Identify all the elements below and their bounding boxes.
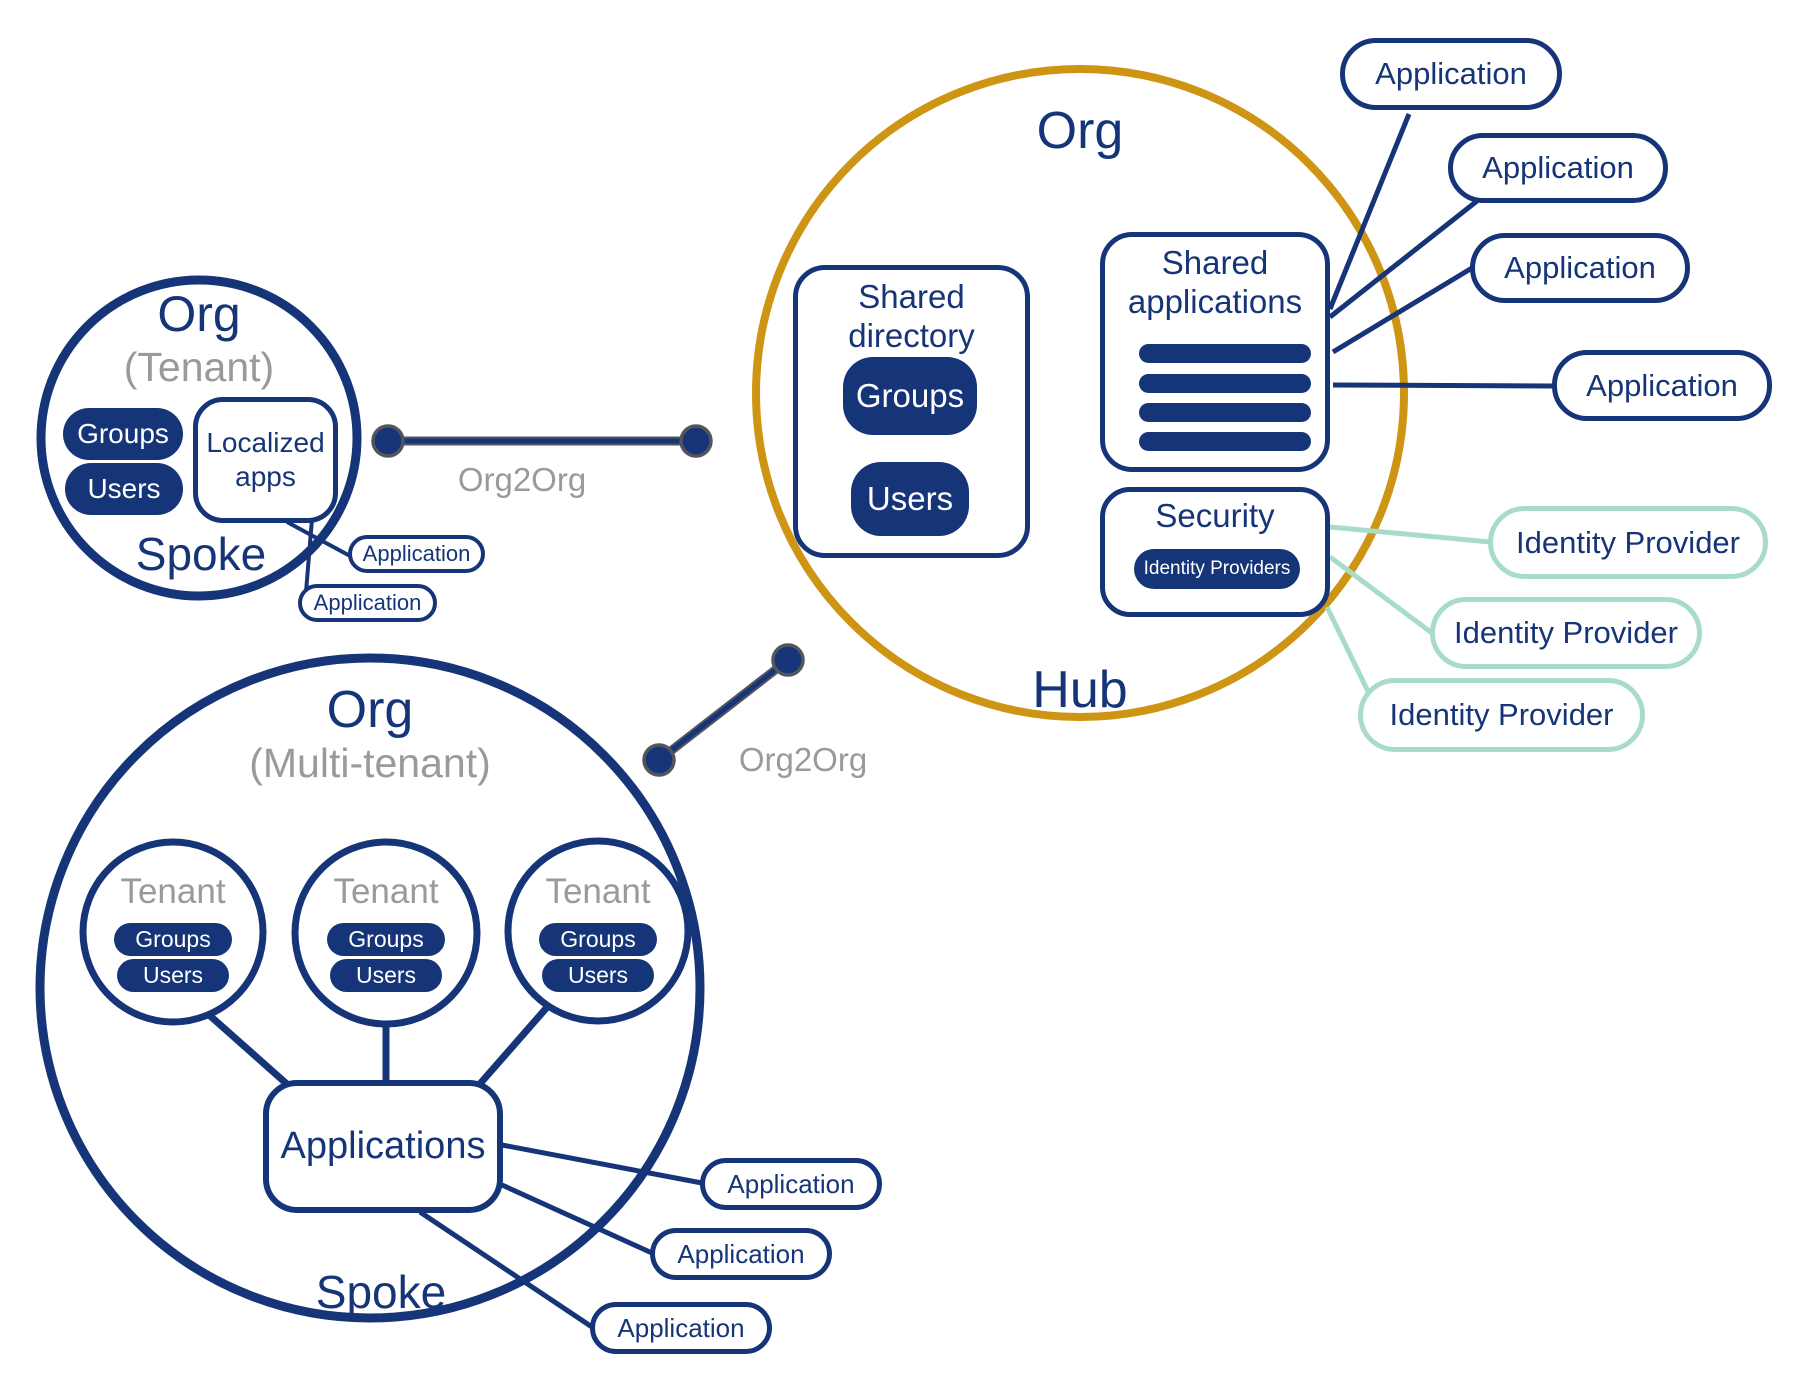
org2org-bottom-dot-a xyxy=(642,743,676,777)
org2org-label-bottom: Org2Org xyxy=(738,741,868,778)
multi-app-link-3 xyxy=(418,1209,594,1330)
localized-apps-box: Localized apps xyxy=(193,397,338,523)
tenant-3-label: Tenant xyxy=(545,872,651,911)
tenant-1-label: Tenant xyxy=(120,872,226,911)
identity-provider-1: Identity Provider xyxy=(1488,506,1768,579)
hub-application-3: Application xyxy=(1470,233,1690,303)
localized-apps-link-1 xyxy=(286,520,353,559)
tenant-1-users-pill: Users xyxy=(117,959,229,992)
idp-link-1 xyxy=(1329,524,1491,545)
hub-application-2: Application xyxy=(1448,133,1668,203)
security-title: Security xyxy=(1155,497,1275,534)
tenant-3-groups-pill: Groups xyxy=(539,923,657,956)
multi-spoke-title: Org xyxy=(326,681,414,739)
shared-applications-title: Shared applications xyxy=(1127,244,1303,320)
org2org-connector-bottom xyxy=(657,658,790,762)
multi-app-link-1 xyxy=(501,1142,703,1186)
localized-apps-link-2 xyxy=(304,518,314,593)
tenant-spoke-title: Org xyxy=(157,286,241,342)
multi-spoke-label: Spoke xyxy=(315,1266,447,1318)
shared-app-link-1 xyxy=(1327,113,1412,310)
org2org-bottom-dot-b xyxy=(771,643,805,677)
hub-title: Org xyxy=(1036,102,1124,160)
app-list-bar xyxy=(1139,374,1311,393)
tenant-spoke-application-2: Application xyxy=(298,584,437,622)
tenant-2-groups-pill: Groups xyxy=(327,923,445,956)
hub-application-1: Application xyxy=(1340,38,1562,110)
tenant-spoke-subtitle: (Tenant) xyxy=(123,343,275,390)
identity-provider-2: Identity Provider xyxy=(1430,597,1702,669)
org2org-left-dot-a xyxy=(371,424,405,458)
shared-app-link-3 xyxy=(1331,265,1474,355)
org2org-left-dot-b xyxy=(679,424,713,458)
app-list-bar xyxy=(1139,432,1311,451)
tenant3-apps-link xyxy=(475,1002,552,1089)
tenant-2-label: Tenant xyxy=(333,872,439,911)
tenant-2-users-pill: Users xyxy=(330,959,442,992)
multi-spoke-subtitle: (Multi-tenant) xyxy=(249,739,491,786)
app-list-bar xyxy=(1139,403,1311,422)
security-identity-providers-pill: Identity Providers xyxy=(1134,549,1300,589)
shared-app-link-4 xyxy=(1332,382,1555,389)
tenant-3-users-pill: Users xyxy=(542,959,654,992)
shared-directory-users-pill: Users xyxy=(851,462,969,536)
shared-directory-title: Shared directory xyxy=(848,278,975,354)
tenant-spoke-groups-pill: Groups xyxy=(63,408,183,460)
multi-application-3: Application xyxy=(590,1302,772,1354)
idp-link-2 xyxy=(1328,554,1434,636)
app-list-bar xyxy=(1139,344,1311,363)
tenant-spoke-label: Spoke xyxy=(135,528,267,580)
org2org-label-left: Org2Org xyxy=(457,461,587,498)
hub-label: Hub xyxy=(1032,661,1128,719)
tenant1-apps-link xyxy=(205,1011,291,1088)
tenant-1-groups-pill: Groups xyxy=(114,923,232,956)
tenant-spoke-application-1: Application xyxy=(348,535,485,573)
hub-application-4: Application xyxy=(1552,350,1772,421)
tenant-spoke-users-pill: Users xyxy=(65,463,183,515)
shared-directory-groups-pill: Groups xyxy=(843,357,977,435)
multi-application-2: Application xyxy=(650,1228,832,1280)
applications-hub-box: Applications xyxy=(263,1080,503,1213)
multi-app-link-2 xyxy=(500,1182,654,1256)
identity-provider-3: Identity Provider xyxy=(1358,678,1645,752)
shared-app-link-2 xyxy=(1328,199,1479,319)
multi-application-1: Application xyxy=(700,1158,882,1210)
